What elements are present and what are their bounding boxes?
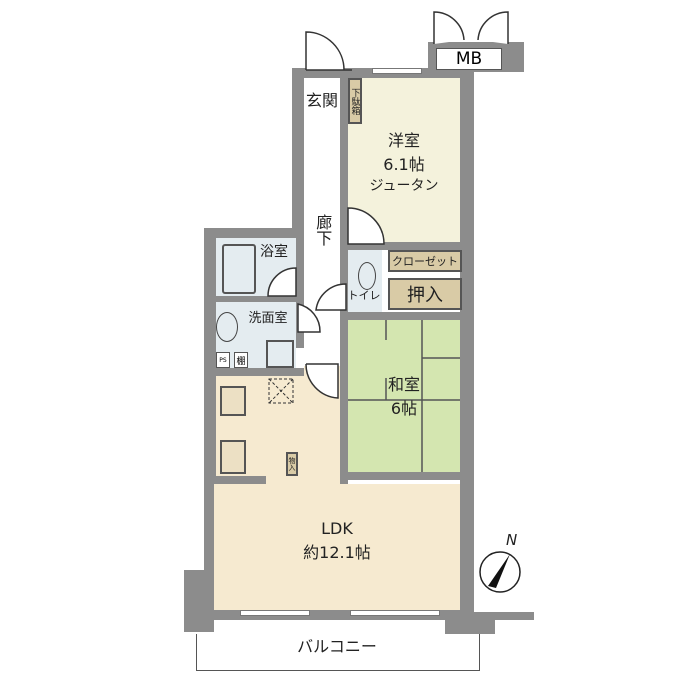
ldk-window-right <box>350 610 440 616</box>
toilet-label: トイレ <box>347 289 381 302</box>
shelf: 棚 <box>234 352 248 368</box>
toilet-bowl <box>358 262 376 290</box>
bath-label: 浴室 <box>260 244 288 260</box>
compass: N <box>476 531 536 596</box>
wall-western-bottom <box>340 242 464 250</box>
wall-wash-bottom <box>204 368 304 376</box>
wall-bath-bottom <box>204 296 304 302</box>
ldk-size: 約12.1帖 <box>303 543 371 562</box>
western-room-size: 6.1帖 <box>383 155 425 174</box>
bath-door[interactable] <box>266 266 298 298</box>
north-arrow-icon <box>479 551 521 593</box>
entrance-door[interactable] <box>304 30 354 74</box>
compass-north-label: N <box>506 531 518 549</box>
balcony <box>196 634 480 671</box>
wall-main-right <box>460 68 474 616</box>
entrance-area <box>304 78 340 126</box>
meter-box: MB <box>436 48 502 70</box>
stove <box>220 386 246 416</box>
wall-kitchen-bottom <box>204 476 304 484</box>
tatami-lines <box>348 320 460 472</box>
ldk-label: LDK <box>321 519 353 538</box>
washroom-label: 洗面室 <box>248 311 288 326</box>
washroom-door[interactable] <box>296 302 322 336</box>
bathtub <box>222 244 256 294</box>
toilet-door[interactable] <box>312 282 348 312</box>
wall-jp-top <box>340 312 464 320</box>
closet[interactable]: クローゼット <box>388 250 462 272</box>
sink <box>220 440 246 474</box>
balcony-label: バルコニー <box>297 637 377 656</box>
wall-main-left-upper <box>292 68 304 228</box>
western-room-label: 洋室 <box>387 131 420 150</box>
pipe-space: PS <box>216 352 230 368</box>
japanese-room-floor <box>348 320 460 472</box>
kitchen-storage[interactable]: 物入 <box>286 452 298 476</box>
washing-machine <box>266 340 294 368</box>
hallway-label: 廊下 <box>313 214 333 246</box>
western-room-door[interactable] <box>346 206 386 246</box>
mb-doors[interactable] <box>432 10 512 46</box>
wall-jp-bottom <box>340 472 464 480</box>
fridge-space <box>268 378 294 404</box>
wall-hall-left <box>296 228 304 348</box>
ldk-window-left <box>240 610 310 616</box>
japanese-room-size: 6帖 <box>390 399 418 418</box>
western-window <box>372 68 422 74</box>
wall-hall-right <box>340 68 348 488</box>
oshiire[interactable]: 押入 <box>388 278 462 310</box>
western-room-note: ジュータン <box>369 178 439 194</box>
entrance-label: 玄関 <box>305 91 338 110</box>
japanese-room-label: 和室 <box>387 375 420 394</box>
ldk-floor <box>214 484 460 610</box>
wall-bath-top <box>204 228 304 238</box>
wall-ldk-bottom <box>204 610 474 620</box>
wall-left-pillar <box>184 570 214 632</box>
ldk-door[interactable] <box>304 362 340 400</box>
wall-bath-left <box>204 228 216 616</box>
shoe-box: 下駄箱 <box>348 78 362 124</box>
wall-right-ledge <box>474 612 534 620</box>
washbasin <box>216 312 238 342</box>
